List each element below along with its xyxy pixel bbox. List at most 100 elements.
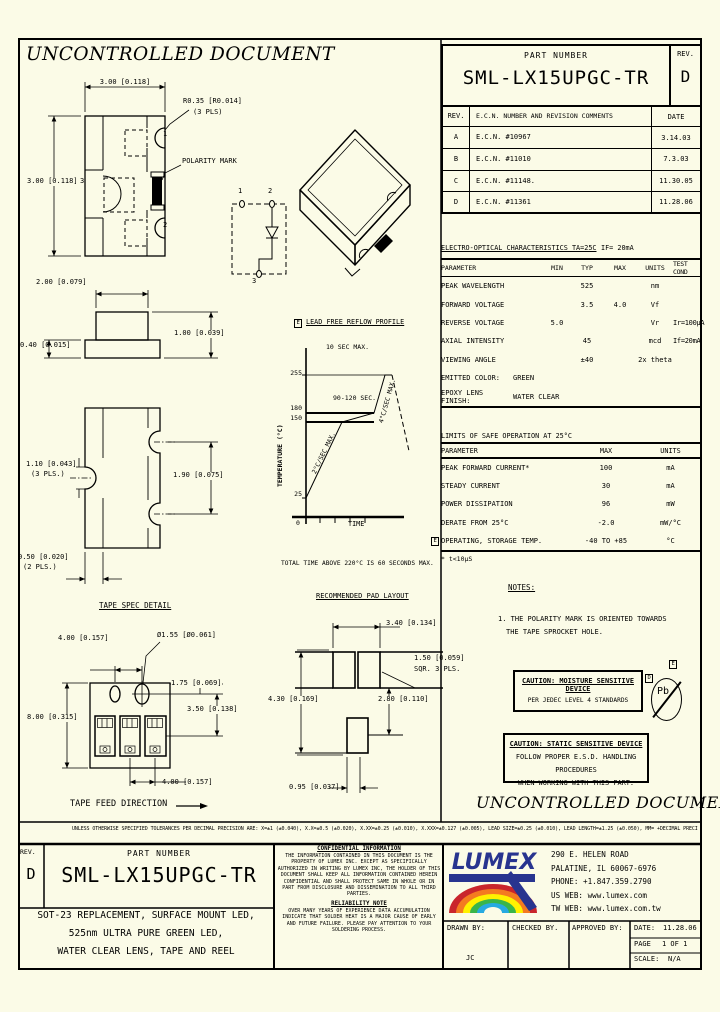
page-label: PAGE <box>634 940 651 948</box>
table-row: AXIAL INTENSITY 45 mcd If=20mA <box>441 337 701 346</box>
polarity-label: POLARITY MARK <box>182 157 237 165</box>
axis-tick: 180 <box>284 404 302 413</box>
col-rev: REV. <box>443 107 470 126</box>
scale-value: N/A <box>668 955 681 963</box>
address-line: PHONE: +1.847.359.2790 <box>551 877 652 887</box>
lens-finish-row: EPOXY LENS FINISH: WATER CLEAR <box>441 388 560 405</box>
date-value: 11.28.06 <box>663 924 697 932</box>
rev-marker: E <box>294 319 303 328</box>
table-row: POWER DISSIPATION 96 mW <box>441 500 675 509</box>
chart-annotation: 90-120 SEC. <box>333 394 377 403</box>
axis-tick: 25 <box>294 490 302 498</box>
scale-label: SCALE: <box>634 955 660 963</box>
description-line: SOT-23 REPLACEMENT, SURFACE MOUNT LED, <box>37 910 255 921</box>
rev-cell: C <box>443 170 470 191</box>
dim-label: 3.00 [0.118] <box>27 177 78 186</box>
part-number-label: PART NUMBER <box>127 849 191 858</box>
dim-label: 1.50 [0.059] <box>414 654 465 662</box>
dim-label: 3.00 [0.118] <box>99 78 151 86</box>
pad-layout-linework <box>295 623 443 793</box>
pin-label: 1 <box>163 130 168 138</box>
tape-feed-label: TAPE FEED DIRECTION <box>70 799 168 809</box>
note-line1: 1. THE POLARITY MARK IS ORIENTED TOWARDS <box>498 615 667 623</box>
col-comment: E.C.N. NUMBER AND REVISION COMMENTS <box>470 107 652 126</box>
dim-label: 2.80 [0.110] <box>378 695 429 704</box>
eo-header: PARAMETER MIN TYP MAX UNITS TEST COND <box>441 260 702 277</box>
dim-label: (3 PLS) <box>193 108 223 116</box>
rev-marker: E <box>431 536 440 546</box>
drawn-by-label: DRAWN BY: <box>447 924 485 932</box>
emitted-color-row: EMITTED COLOR: GREEN <box>441 374 535 383</box>
comment-cell: E.C.N. #11361 <box>470 191 652 213</box>
x-axis-label: TIME <box>348 520 365 528</box>
table-row: D E.C.N. #11361 11.28.06 <box>443 190 700 213</box>
reliability-body: OVER MANY YEARS OF EXPERIENCE DATA ACCUM… <box>282 907 436 934</box>
revision-table-header: REV. E.C.N. NUMBER AND REVISION COMMENTS… <box>443 107 700 127</box>
safe-operation-table: LIMITS OF SAFE OPERATION AT 25°C PARAMET… <box>431 432 702 563</box>
part-number-label: PART NUMBER <box>524 51 588 60</box>
dim-label: Ø1.55 [Ø0.061] <box>157 631 217 639</box>
date-cell: 7.3.03 <box>663 155 689 164</box>
comment-cell: E.C.N. #11148. <box>470 170 652 191</box>
rev-marker: D <box>645 674 654 683</box>
note-line2: THE TAPE SPROCKET HOLE. <box>506 628 603 636</box>
dim-label: 4.00 [0.157] <box>162 778 213 786</box>
date-label: DATE: <box>634 924 656 932</box>
axis-tick: 150 <box>284 414 302 423</box>
pin-label: 3 <box>252 277 257 285</box>
table-row: PEAK FORWARD CURRENT* 100 mA <box>441 464 675 473</box>
drawn-by-value: JC <box>466 954 475 962</box>
part-number: SML-LX15UPGC-TR <box>61 863 257 887</box>
tape-title: TAPE SPEC DETAIL <box>99 601 172 610</box>
checked-by-label: CHECKED BY. <box>512 924 559 932</box>
description-line: WATER CLEAR LENS, TAPE AND REEL <box>57 946 235 957</box>
dim-label: 2.00 [0.079] <box>36 278 87 286</box>
pin-label: 2 <box>268 187 273 195</box>
dim-label: 1.00 [0.039] <box>174 329 225 338</box>
revision-table: REV. E.C.N. NUMBER AND REVISION COMMENTS… <box>441 107 702 215</box>
dim-label: 1.75 [0.069] <box>171 679 222 688</box>
rev-cell: A <box>443 127 470 149</box>
table-row: VIEWING ANGLE ±40 2x theta <box>441 355 672 364</box>
eo-title: ELECTRO-OPTICAL CHARACTERISTICS TA=25C <box>441 244 597 252</box>
rev-value: D <box>680 67 691 86</box>
bottom-view-linework <box>66 407 218 584</box>
side-view-linework <box>44 290 218 359</box>
so-title: LIMITS OF SAFE OPERATION AT 25°C <box>441 432 572 440</box>
pad-layout-title: RECOMMENDED PAD LAYOUT <box>316 592 409 600</box>
schematic-linework <box>231 200 287 278</box>
page-value: 1 OF 1 <box>662 940 688 948</box>
rev-marker: E <box>669 660 678 669</box>
date-cell: 3.14.03 <box>661 133 691 142</box>
table-row: STEADY CURRENT 30 mA <box>441 482 675 491</box>
dim-label: 0.50 [0.020] <box>18 553 69 561</box>
dim-label: (3 PLS.) <box>31 470 65 478</box>
address-line: 290 E. HELEN ROAD <box>551 850 629 859</box>
dim-label: R0.35 [R0.014] <box>183 97 243 105</box>
confidential-body: THE INFORMATION CONTAINED IN THIS DOCUME… <box>277 853 441 898</box>
reliability-title: RELIABILITY NOTE <box>331 900 387 907</box>
reflow-chart-linework <box>292 348 410 524</box>
reflow-title: LEAD FREE REFLOW PROFILE <box>306 318 405 326</box>
address-line: US WEB: www.lumex.com <box>551 890 648 900</box>
rev-cell: D <box>443 191 470 213</box>
dim-label: 8.00 [0.315] <box>27 713 78 722</box>
table-row: B E.C.N. #11010 7.3.03 <box>443 148 700 170</box>
confidential-block: CONFIDENTIAL INFORMATION THE INFORMATION… <box>277 846 441 933</box>
notes-title: NOTES: <box>508 583 536 592</box>
rev-label: REV. <box>677 50 694 58</box>
sheet-border <box>18 38 702 970</box>
address-line: PALATINE, IL 60067-6976 <box>551 863 657 873</box>
dim-label: (2 PLS.) <box>23 563 57 571</box>
dim-label: 0.40 [0.015] <box>20 341 71 349</box>
dim-label: 4.00 [0.157] <box>58 634 109 642</box>
drawing-linework <box>18 38 702 970</box>
y-axis-label: TEMPERATURE (°C) <box>276 424 284 487</box>
dim-label: SQR. 3 PLS. <box>414 665 461 673</box>
dim-label: 3.40 [0.134] <box>386 619 437 627</box>
dim-label: 4.30 [0.169] <box>268 695 319 704</box>
rev-cell: B <box>443 149 470 170</box>
table-row: E OPERATING, STORAGE TEMP. -40 TO +85 °C <box>431 532 702 550</box>
top-view-linework <box>48 82 190 257</box>
